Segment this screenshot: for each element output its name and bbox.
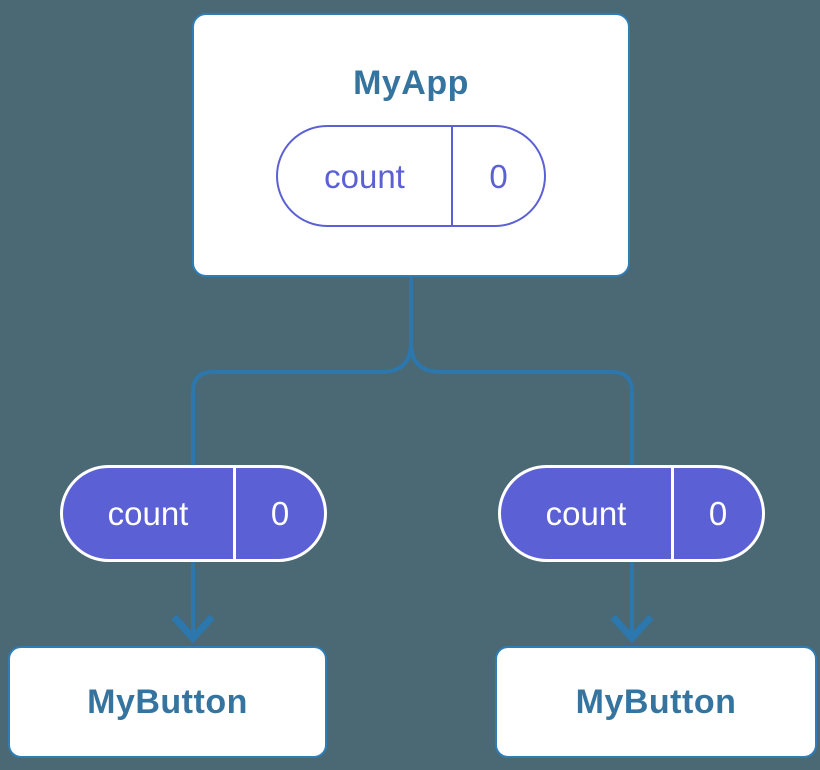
state-key: count [324,157,405,195]
prop-key-left: count [107,495,189,532]
component-card-button-right: MyButton [495,646,817,758]
arrow-down-right-icon [610,614,654,644]
connector-branch-left [191,342,413,633]
prop-key-right: count [545,495,627,532]
prop-pill-right: count 0 [498,465,765,562]
component-name-button-left: MyButton [87,683,248,721]
component-card-root: MyApp count 0 [192,13,630,277]
component-name-root: MyApp [353,64,469,102]
connector-branch-right [409,342,634,633]
arrow-down-left-icon [171,614,215,644]
prop-value-right: 0 [671,468,762,559]
prop-pill-left: count 0 [60,465,327,562]
component-card-button-left: MyButton [8,646,327,758]
component-name-button-right: MyButton [575,683,737,721]
state-value: 0 [451,127,544,225]
prop-value-left: 0 [233,468,324,559]
state-pill: count 0 [276,125,546,227]
